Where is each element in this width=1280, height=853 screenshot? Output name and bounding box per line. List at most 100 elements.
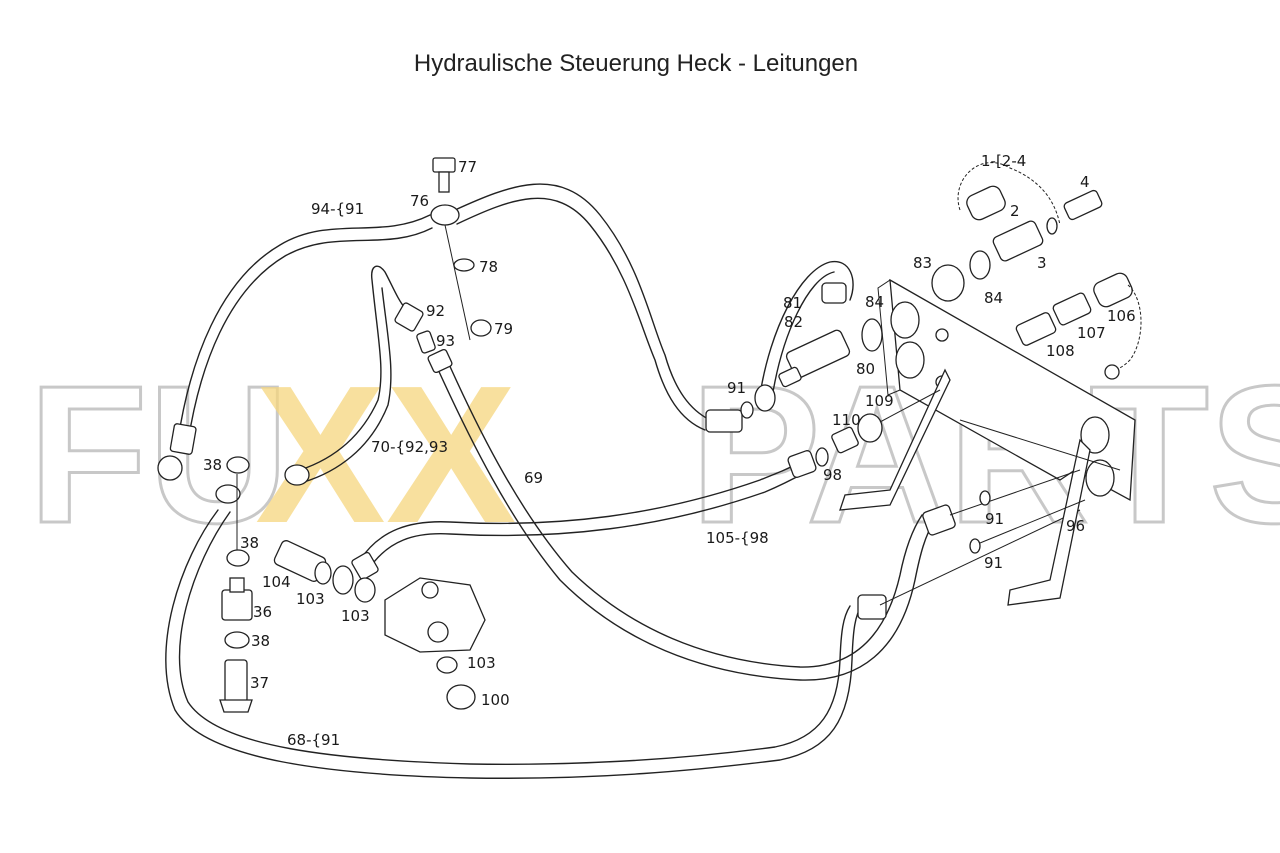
washer-38b-icon [226,549,250,567]
label-93: 93 [436,332,455,350]
banjo-fitting-70-icon [284,464,310,486]
label-3: 3 [1037,254,1047,272]
coupling-3-icon [992,220,1044,262]
label-94: 94-{91 [311,200,364,218]
bracket-foot-left-icon [839,368,951,511]
label-103b: 103 [341,607,370,625]
coupling-80-assembly [740,260,883,419]
dust-cap-106-icon [1093,272,1133,308]
label-37: 37 [250,674,269,692]
label-91c: 91 [984,554,1003,572]
fitting-36-icon [221,589,253,621]
ring-84a-icon [861,318,883,352]
label-105: 105-{98 [706,529,769,547]
ring-84b-icon [969,250,991,280]
label-104: 104 [262,573,291,591]
fitting-column-left [219,456,253,713]
ring-83-icon [931,264,965,302]
hose-94-nut-icon [705,409,743,433]
banjo-fitting-left-icon [157,455,183,481]
label-109: 109 [865,392,894,410]
coupling-4-icon [1063,189,1103,221]
fitting-92-icon [394,302,424,332]
hose-69-nut-icon [922,504,956,536]
hose-94 [157,183,743,481]
label-103a: 103 [296,590,325,608]
label-84b: 84 [984,289,1003,307]
ring-91c-icon [969,538,981,554]
coupling-107-icon [1052,292,1092,326]
label-110: 110 [832,411,861,429]
label-4: 4 [1080,173,1090,191]
label-81: 81 [783,294,802,312]
label-1-2-4: 1-[2-4 [981,152,1026,170]
label-98a: 98 [823,466,842,484]
watermark-text-left: FU [28,345,289,564]
label-70: 70-{92,93 [371,438,448,456]
washer-38a-icon [226,456,250,474]
label-96: 96 [1066,517,1085,535]
washer-103b-icon [354,577,376,603]
bracket-foot-right-icon [1007,438,1091,606]
hose-68 [165,484,1081,779]
ring-98-icon [815,447,829,467]
hose-69-end-fittings [922,469,1086,554]
label-106: 106 [1107,307,1136,325]
fitting-37-icon [224,659,248,703]
label-38c: 38 [251,632,270,650]
label-69: 69 [524,469,543,487]
label-92: 92 [426,302,445,320]
quick-couplings-top [931,162,1103,302]
label-79: 79 [494,320,513,338]
distributor-block-icon [384,577,486,653]
label-77: 77 [458,158,477,176]
bracket-plate-96 [839,278,1136,606]
bolt-77-icon [432,157,456,173]
plug-100-icon [446,684,476,710]
label-108: 108 [1046,342,1075,360]
distributor-block-assembly [273,540,486,710]
label-76: 76 [410,192,429,210]
label-91b: 91 [985,510,1004,528]
plate-hole-1-icon [890,301,920,339]
label-38b: 38 [240,534,259,552]
fittings-109-110 [815,389,941,467]
label-38a: 38 [203,456,222,474]
label-82: 82 [784,313,803,331]
washer-103c-icon [436,656,458,674]
washer-78-icon [453,258,475,272]
quick-couplings-mid [1015,272,1142,380]
label-84a: 84 [865,293,884,311]
fitting-110-icon [831,426,859,454]
label-83: 83 [913,254,932,272]
hose-68-nut-icon [857,594,887,620]
hose-105-nut-icon [787,450,817,478]
clamp-76-icon [430,204,460,226]
label-91a: 91 [727,379,746,397]
label-68: 68-{91 [287,731,340,749]
coupling-80-icon [785,329,851,379]
nut-79-icon [470,319,492,337]
washer-103a-icon [314,561,332,585]
ring-109-icon [857,413,883,443]
ring-91a-icon [740,401,754,419]
label-36: 36 [253,603,272,621]
page-title: Hydraulische Steuerung Heck - Leitungen [413,50,859,77]
hose-69 [427,348,936,681]
label-80: 80 [856,360,875,378]
washer-38c-icon [224,631,250,649]
hose-105 [351,450,817,581]
label-100: 100 [481,691,510,709]
coupling-108-icon [1015,312,1057,346]
pipe-70 [284,265,436,486]
part-labels: 77 76 94-{91 78 92 93 79 70-{92,93 69 38… [203,152,1136,749]
label-107: 107 [1077,324,1106,342]
bolt-77-assembly [430,157,492,341]
label-2: 2 [1010,202,1020,220]
watermark-text-mid: XX [255,345,516,564]
label-78: 78 [479,258,498,276]
ring-91b-icon [979,490,991,506]
label-103c: 103 [467,654,496,672]
